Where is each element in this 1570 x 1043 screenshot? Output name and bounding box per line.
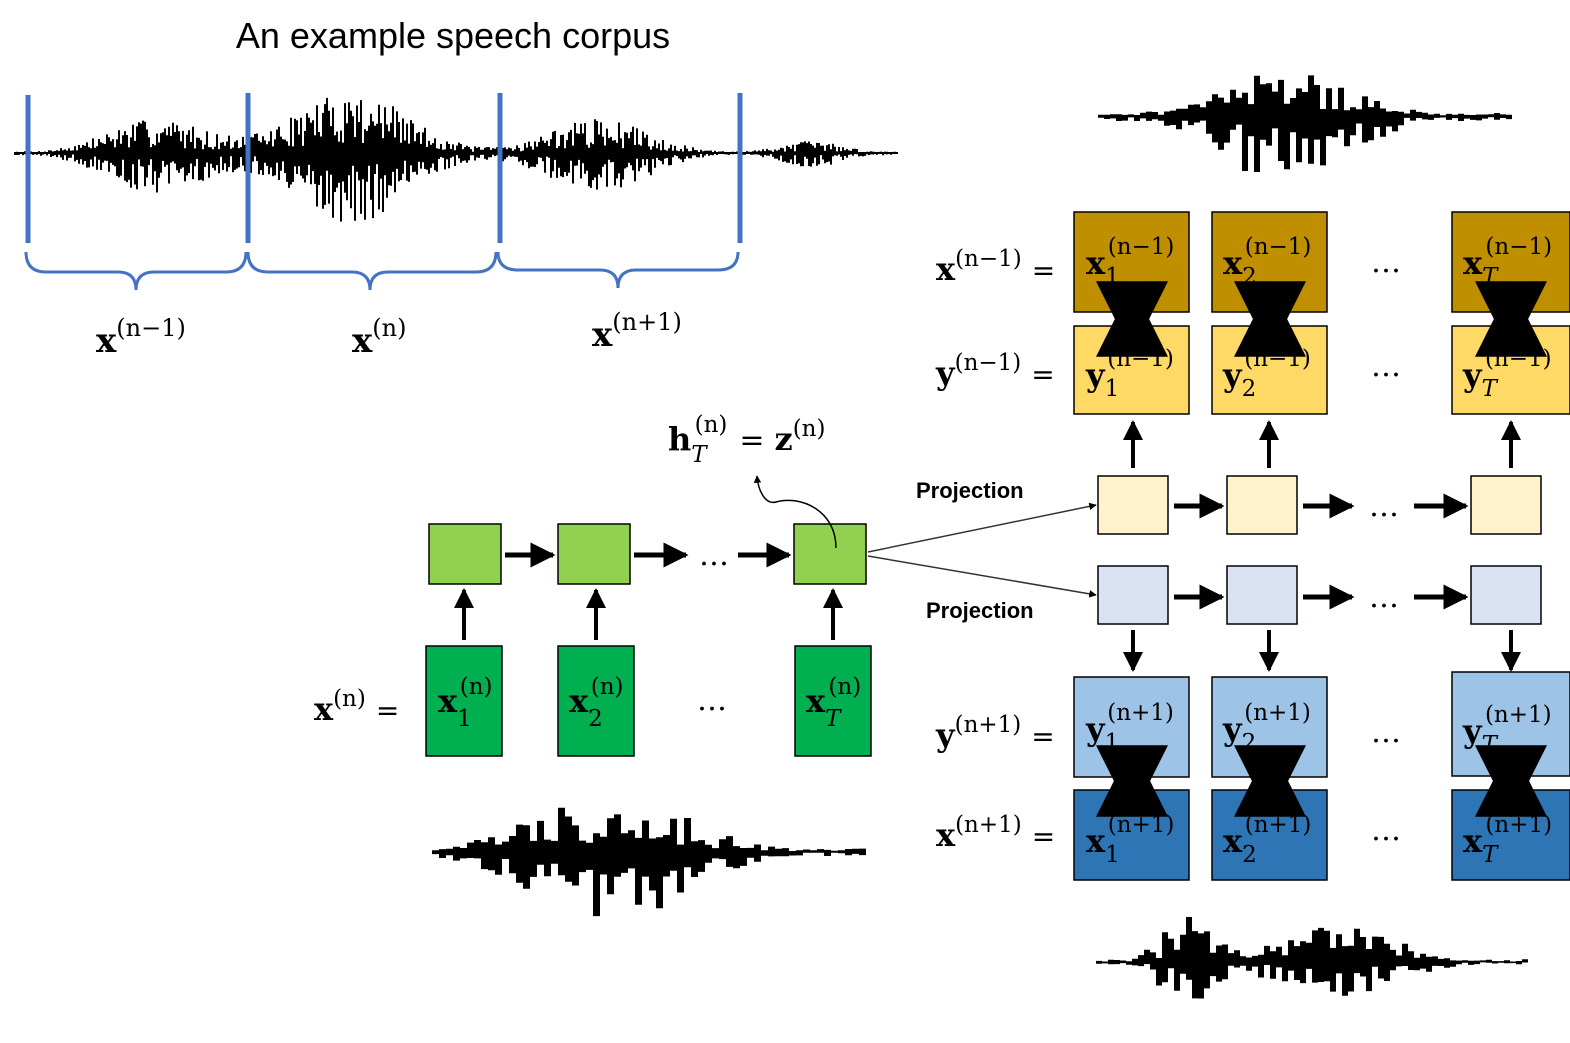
next-x-ellipsis: … — [1371, 813, 1401, 848]
prev-y-ellipsis: … — [1371, 349, 1401, 384]
encoder-cell-1 — [428, 523, 502, 585]
prev-decoder: x1(n−1) x2(n−1) xT(n−1) y1(n−1) y2(n−1) … — [935, 211, 1570, 535]
next-x-equation: x(n+1)= — [936, 812, 1055, 854]
projection-label-prev: Projection — [916, 478, 1024, 503]
prev-x-label-T: xT(n−1) — [1463, 234, 1552, 290]
next-y-label-1: y1(n+1) — [1085, 700, 1174, 756]
prev-proj-cell-1 — [1097, 475, 1169, 535]
next-decoder: … y1(n+1) y2(n+1) yT(n+1) x1(n+1) x2(n+1… — [935, 565, 1570, 881]
encoder-ellipsis: … — [699, 538, 729, 573]
prev-y-label-1: y1(n−1) — [1085, 346, 1174, 402]
next-proj-cell-2 — [1226, 565, 1298, 625]
next-y-label-T: yT(n+1) — [1462, 702, 1552, 758]
prev-proj-ellipsis: … — [1369, 489, 1399, 524]
next-y-ellipsis: … — [1371, 715, 1401, 750]
encoder-input-label-T: xT(n) — [806, 674, 861, 732]
encoder-input-2 — [557, 645, 635, 757]
prev-y-label-2: y2(n−1) — [1222, 346, 1311, 402]
prev-proj-cell-T — [1470, 475, 1542, 535]
encoder-input-ellipsis: … — [697, 683, 727, 718]
prev-y-label-T: yT(n−1) — [1462, 346, 1552, 402]
next-y-equation: y(n+1)= — [935, 712, 1055, 754]
encoder-input-1 — [425, 645, 503, 757]
final-hidden-state-equation: hT(n)=z(n) — [668, 412, 825, 468]
prev-utterance-waveform — [1098, 75, 1512, 172]
encoder-cell-2 — [557, 523, 631, 585]
segment-label-prev: x(n−1) — [96, 314, 186, 361]
segment-braces — [24, 251, 740, 291]
prev-proj-cell-2 — [1226, 475, 1298, 535]
current-utterance-waveform — [432, 807, 866, 917]
prev-y-equation: y(n−1)= — [935, 350, 1055, 392]
next-x-label-T: xT(n+1) — [1463, 812, 1552, 868]
next-x-box-2 — [1211, 789, 1328, 881]
prev-x-ellipsis: … — [1371, 245, 1401, 280]
segment-dividers — [25, 93, 743, 243]
next-proj-ellipsis: … — [1369, 580, 1399, 615]
encoder-input-label-2: x2(n) — [569, 674, 623, 732]
prev-x-label-2: x2(n−1) — [1223, 234, 1311, 290]
encoder-input-label-1: x1(n) — [438, 674, 492, 732]
projection-label-next: Projection — [926, 598, 1034, 623]
corpus-title: An example speech corpus — [236, 15, 670, 56]
segment-label-current: x(n) — [352, 314, 406, 361]
corpus-waveform — [14, 97, 898, 222]
encoder-input-T — [794, 645, 872, 757]
next-x-label-2: x2(n+1) — [1223, 812, 1311, 868]
next-proj-cell-1 — [1097, 565, 1169, 625]
next-utterance-waveform — [1096, 917, 1528, 999]
segment-label-next: x(n+1) — [592, 308, 682, 355]
encoder: … x1(n) x2(n) xT(n) … x(n)= hT(n)=z(n) — [314, 412, 872, 757]
encoder-input-equation: x(n)= — [314, 686, 399, 728]
encoder-cell-T — [793, 523, 867, 585]
next-x-label-1: x1(n+1) — [1086, 812, 1174, 868]
prev-x-equation: x(n−1)= — [936, 246, 1055, 288]
next-proj-cell-T — [1470, 565, 1542, 625]
next-y-label-2: y2(n+1) — [1222, 700, 1311, 756]
prev-x-label-1: x1(n−1) — [1086, 234, 1174, 290]
